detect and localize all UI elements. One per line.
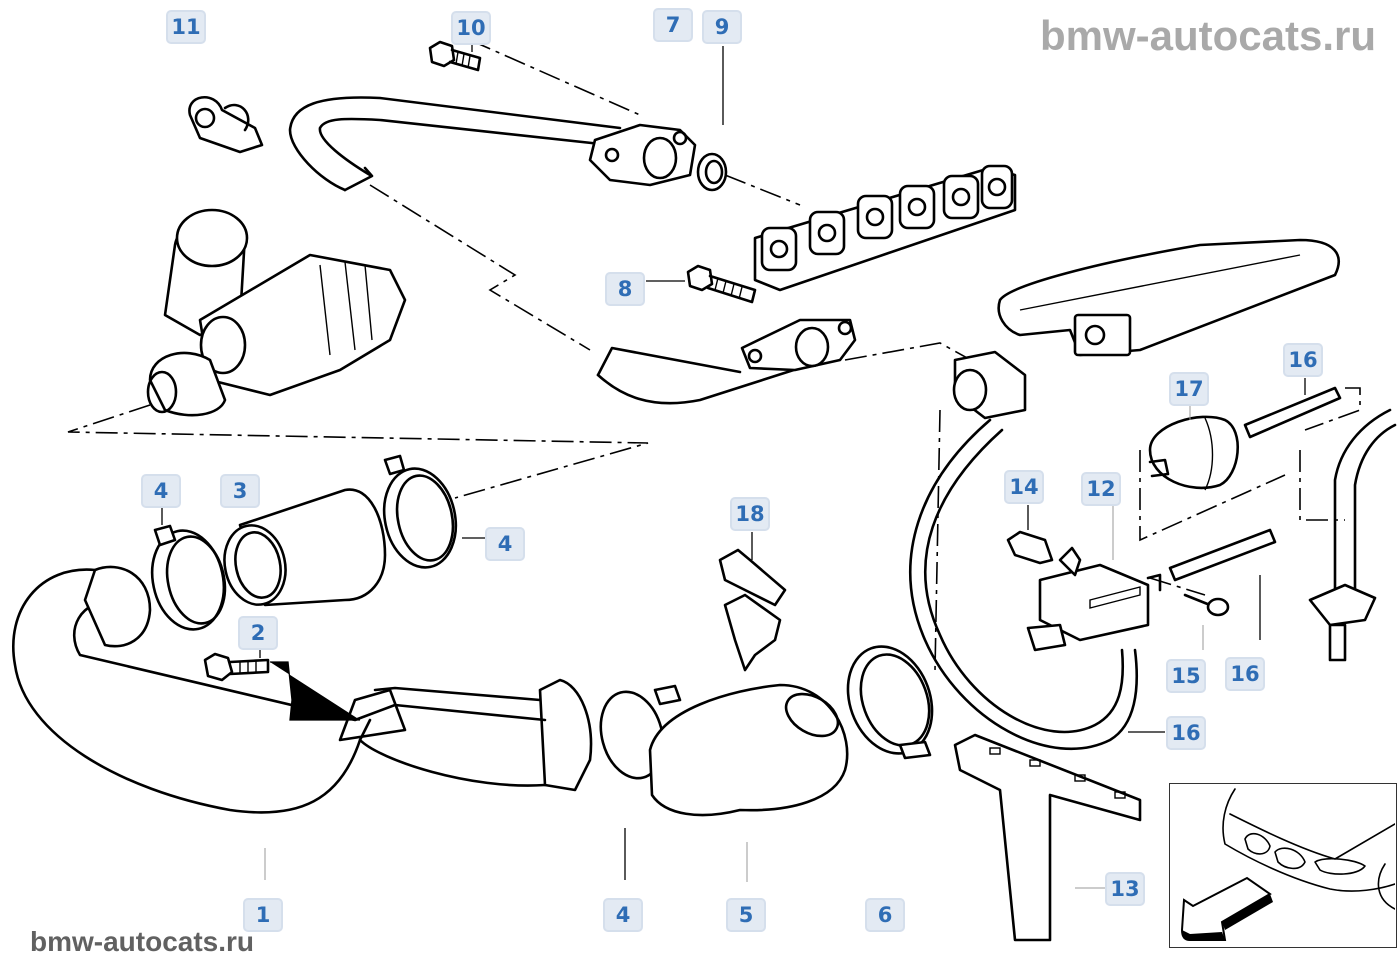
part-16-tube-lower xyxy=(1168,528,1277,582)
callout-1[interactable]: 1 xyxy=(243,898,283,932)
callout-4-left[interactable]: 4 xyxy=(141,474,181,508)
leader-lines xyxy=(161,40,1306,889)
callout-13[interactable]: 13 xyxy=(1105,872,1145,906)
watermark-top: bmw-autocats.ru xyxy=(1039,12,1376,59)
callout-11[interactable]: 11 xyxy=(166,10,206,44)
part-17-filter xyxy=(1148,415,1239,491)
part-16-tube-upper xyxy=(1243,386,1342,439)
callout-8[interactable]: 8 xyxy=(605,272,645,306)
vehicle-locator-inset[interactable] xyxy=(1169,783,1397,948)
part-8-bolt xyxy=(686,264,757,304)
callout-5[interactable]: 5 xyxy=(726,898,766,932)
part-14-connector-cap xyxy=(1006,530,1054,565)
part-1-intake-pipe xyxy=(12,565,593,814)
part-6-hose-clamp xyxy=(846,645,934,760)
direction-arrow-icon xyxy=(1180,876,1273,941)
car-front-locator-icon xyxy=(1222,788,1396,910)
part-5-elbow-hose xyxy=(648,683,849,817)
callout-3[interactable]: 3 xyxy=(220,474,260,508)
callout-4-bottom[interactable]: 4 xyxy=(603,898,643,932)
part-11-clip xyxy=(188,95,264,154)
callout-10[interactable]: 10 xyxy=(451,11,491,45)
callout-15[interactable]: 15 xyxy=(1166,659,1206,693)
turbocharger xyxy=(146,208,407,417)
part-18-clip xyxy=(718,548,787,672)
vacuum-tee-connector xyxy=(952,350,1027,420)
part-15-screw xyxy=(1183,593,1230,617)
intake-manifold xyxy=(997,238,1340,357)
callout-7[interactable]: 7 xyxy=(653,8,693,42)
vacuum-hose-long xyxy=(909,418,1138,750)
callout-4-right[interactable]: 4 xyxy=(485,527,525,561)
callout-18[interactable]: 18 xyxy=(730,497,770,531)
callout-16-lower[interactable]: 16 xyxy=(1225,657,1265,691)
part-13-bracket xyxy=(953,733,1142,942)
lower-egr-pipe xyxy=(596,318,857,405)
callout-2[interactable]: 2 xyxy=(238,616,278,650)
part-12-pressure-transducer xyxy=(1026,546,1162,652)
part-4-hose-clamp-left xyxy=(150,524,227,631)
part-10-bolt xyxy=(428,40,482,72)
callout-12[interactable]: 12 xyxy=(1081,472,1121,506)
vacuum-check-valve-line xyxy=(1308,408,1397,662)
callout-14[interactable]: 14 xyxy=(1004,470,1044,504)
part-4-hose-clamp-lower xyxy=(599,684,682,780)
callout-9[interactable]: 9 xyxy=(702,10,742,44)
part-3-sleeve xyxy=(223,488,387,607)
exhaust-manifold xyxy=(753,164,1017,292)
part-2-bolt xyxy=(203,652,360,721)
part-7-egr-pipe-upper xyxy=(288,96,728,192)
part-4-hose-clamp-right xyxy=(382,454,458,569)
callout-16-hose[interactable]: 16 xyxy=(1166,716,1206,750)
callout-17[interactable]: 17 xyxy=(1169,372,1209,406)
callout-6[interactable]: 6 xyxy=(865,898,905,932)
callout-16-upper[interactable]: 16 xyxy=(1283,343,1323,377)
watermark-bottom: bmw-autocats.ru xyxy=(30,926,255,957)
